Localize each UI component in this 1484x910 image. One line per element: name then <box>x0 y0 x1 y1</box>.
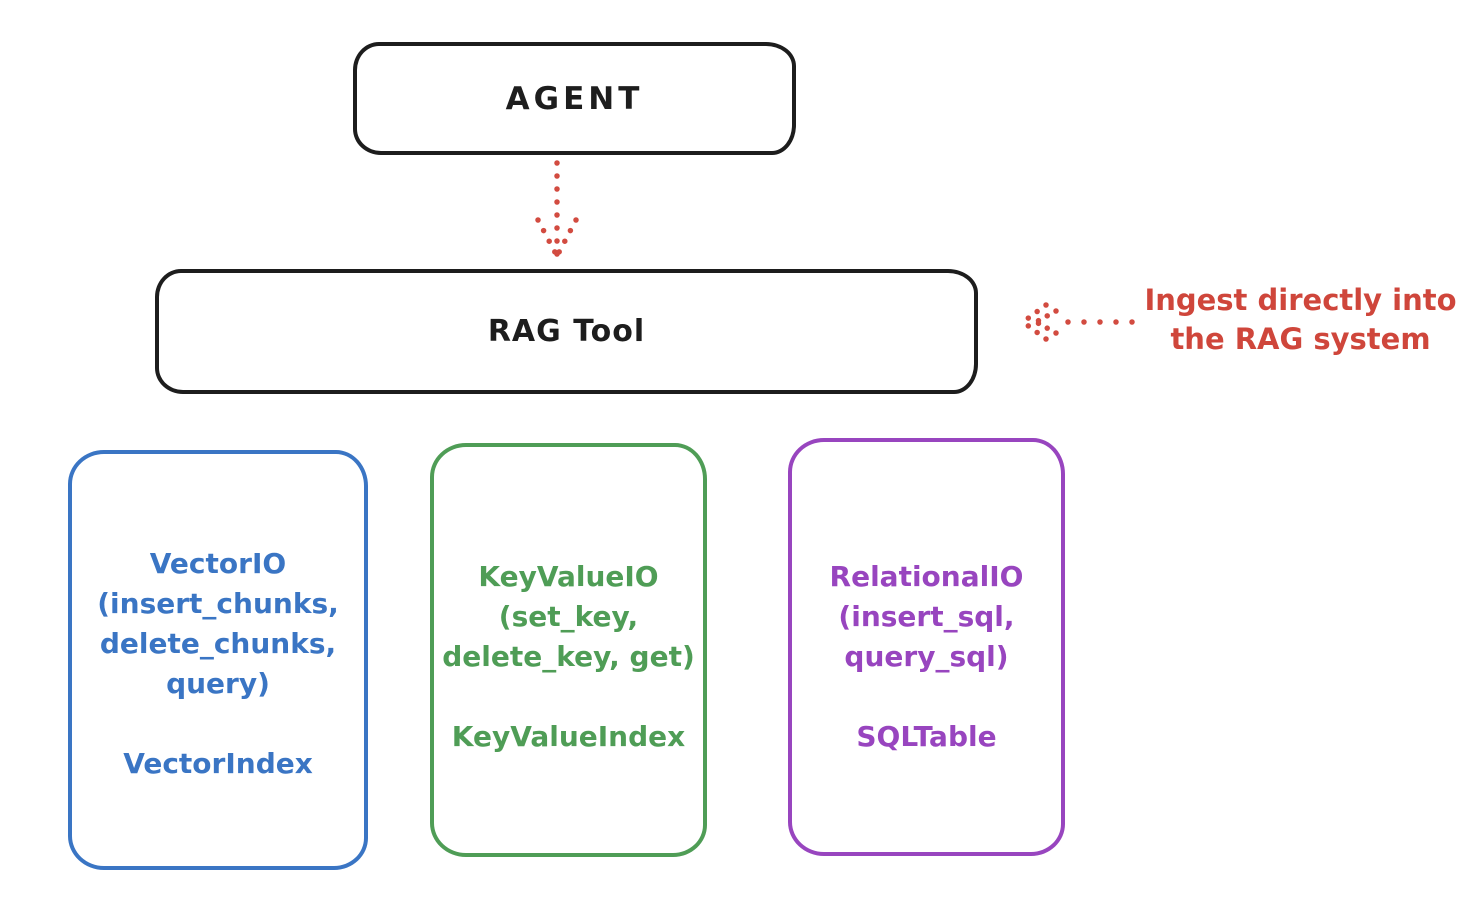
vector-io-box: VectorIO (insert_chunks, delete_chunks, … <box>68 450 368 870</box>
keyvalue-io-line: (set_key, <box>498 600 639 633</box>
keyvalue-io-box: KeyValueIO (set_key, delete_key, get) Ke… <box>430 443 707 857</box>
relational-io-line: query_sql) <box>844 640 1009 673</box>
keyvalue-io-title: KeyValueIO (set_key, delete_key, get) <box>442 557 695 677</box>
vector-index-label: VectorIndex <box>123 747 313 780</box>
ingest-annotation-line2: the RAG system <box>1170 322 1431 356</box>
agent-label: AGENT <box>505 80 644 117</box>
vector-io-line: (insert_chunks, <box>97 587 339 620</box>
agent-box: AGENT <box>353 42 796 155</box>
relational-io-line: RelationalIO <box>829 560 1024 593</box>
sql-table-label: SQLTable <box>856 720 997 753</box>
keyvalue-io-line: KeyValueIO <box>478 560 659 593</box>
vector-io-line: query) <box>166 667 270 700</box>
arrow-agent-to-ragtool-icon <box>535 160 579 261</box>
keyvalue-io-line: delete_key, get) <box>442 640 695 673</box>
relational-io-title: RelationalIO (insert_sql, query_sql) <box>830 557 1024 677</box>
ingest-arrow-icon <box>1020 302 1135 342</box>
relational-io-box: RelationalIO (insert_sql, query_sql) SQL… <box>788 438 1065 856</box>
vector-io-line: VectorIO <box>149 547 287 580</box>
ingest-annotation-line1: Ingest directly into <box>1144 283 1457 317</box>
vector-io-title: VectorIO (insert_chunks, delete_chunks, … <box>97 544 339 704</box>
rag-tool-label: RAG Tool <box>487 314 646 349</box>
rag-tool-box: RAG Tool <box>155 269 978 394</box>
keyvalue-index-label: KeyValueIndex <box>451 720 686 753</box>
vector-io-line: delete_chunks, <box>99 627 337 660</box>
relational-io-line: (insert_sql, <box>838 600 1015 633</box>
ingest-annotation: Ingest directly into the RAG system <box>1128 281 1473 359</box>
